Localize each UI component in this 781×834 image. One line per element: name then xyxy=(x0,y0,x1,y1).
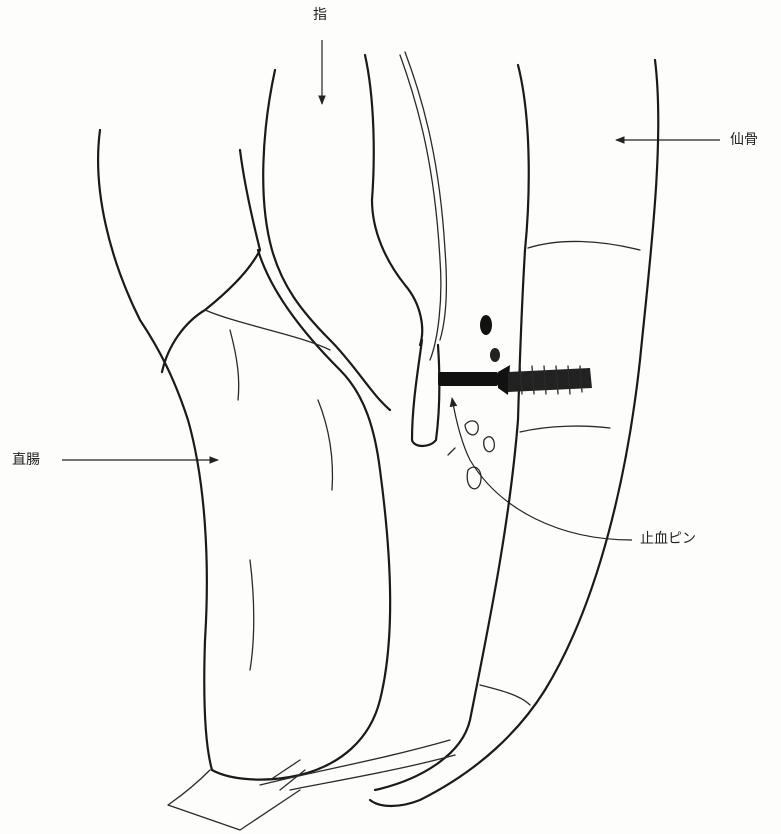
rectum-drawing xyxy=(98,130,455,830)
hemostatic-pin-drawing xyxy=(438,315,592,489)
label-hemostatic-pin: 止血ピン xyxy=(640,532,696,546)
label-finger: 指 xyxy=(313,8,327,22)
hemostatic-pin-arrow xyxy=(452,398,632,540)
sacrum-drawing xyxy=(370,60,658,806)
label-sacrum: 仙骨 xyxy=(730,133,758,147)
label-rectum: 直腸 xyxy=(12,453,40,467)
